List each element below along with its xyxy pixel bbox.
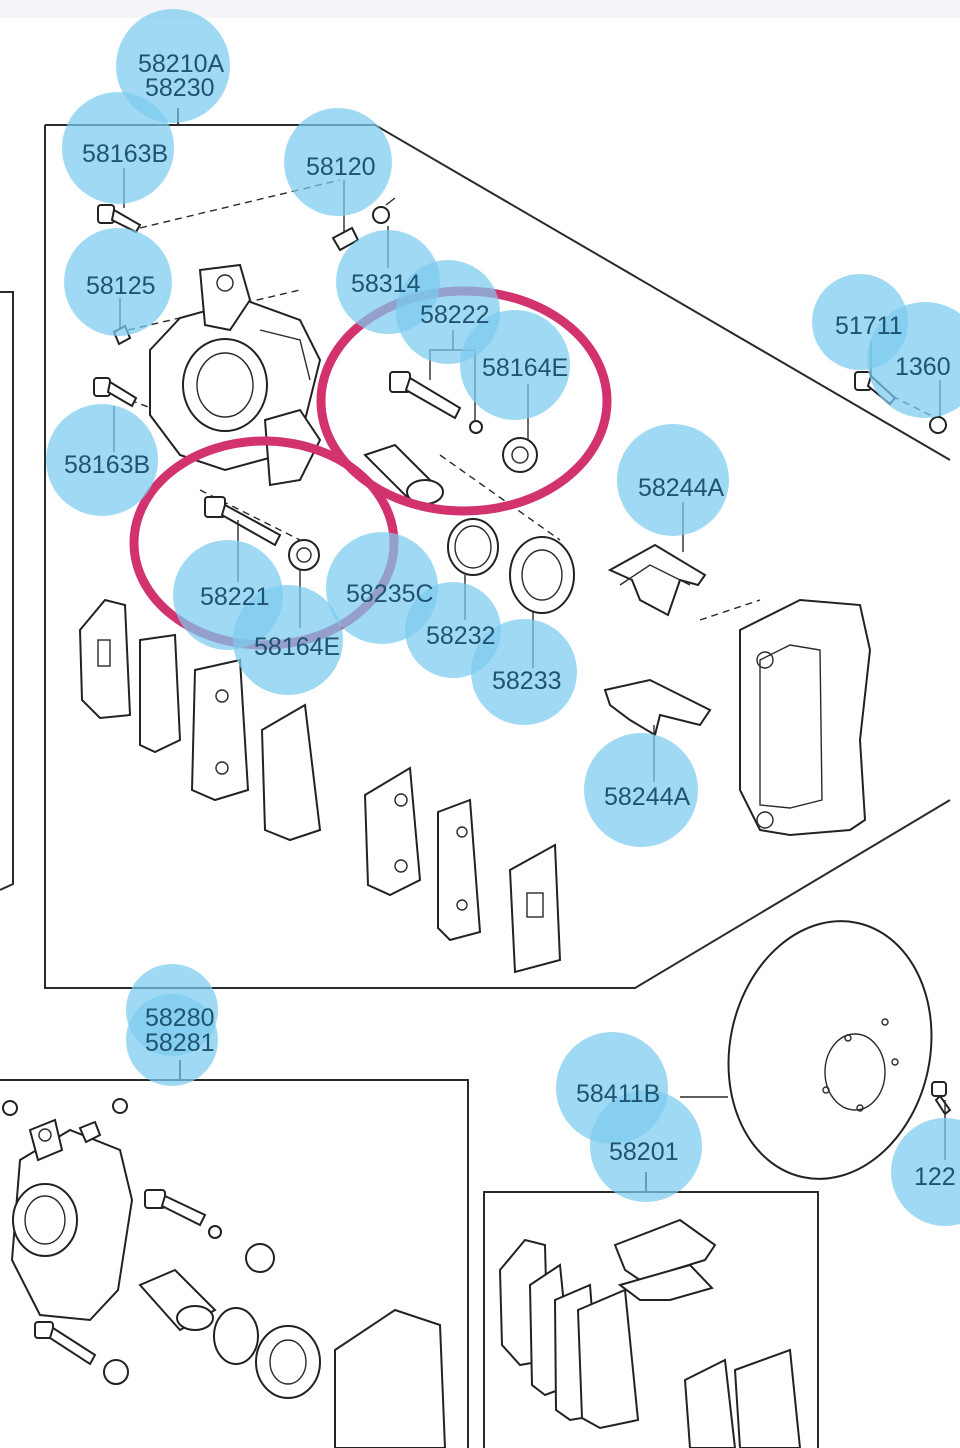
brake-disc-58411B (680, 920, 933, 1180)
brake-pads-upper (78, 598, 562, 974)
washer-1360 (929, 416, 947, 434)
boot-58164E-upper (502, 437, 538, 473)
screw-122 (931, 1081, 952, 1116)
callout-labels: 58210A 58230 58163B 58120 58125 58314 58… (64, 50, 956, 1191)
clip-set-58244A-upper (607, 543, 707, 617)
callout-58222[interactable]: 58222 (420, 301, 490, 329)
callout-58221[interactable]: 58221 (200, 583, 270, 611)
callout-58244A-upper[interactable]: 58244A (638, 474, 725, 502)
callout-bubbles (46, 9, 960, 1226)
pad-kit-parts (498, 1218, 802, 1448)
guide-pin-58221 (204, 496, 282, 547)
caliper-body (149, 263, 322, 487)
cap-58314 (372, 197, 396, 224)
clip-set-58244A-lower (603, 678, 712, 737)
bolt-58163B-lower (93, 377, 138, 408)
callout-58164E-upper[interactable]: 58164E (482, 354, 568, 382)
callout-58125[interactable]: 58125 (86, 272, 156, 300)
callout-58164E-lower[interactable]: 58164E (254, 633, 340, 661)
callout-58233[interactable]: 58233 (492, 667, 562, 695)
left-partial-frame (0, 291, 14, 891)
callout-58280[interactable]: 58280 (145, 1004, 215, 1032)
callout-58201[interactable]: 58201 (609, 1138, 679, 1166)
callout-58210A[interactable]: 58210A (138, 50, 225, 78)
boot-58164E-lower (288, 539, 320, 571)
callout-58232[interactable]: 58232 (426, 622, 496, 650)
guide-pin-58222 (389, 371, 483, 434)
callout-58314[interactable]: 58314 (351, 270, 421, 298)
caliper-bracket (739, 598, 872, 837)
piston-58235C (363, 443, 444, 505)
callout-58163B-upper[interactable]: 58163B (82, 140, 168, 168)
callout-122[interactable]: 122 (914, 1163, 956, 1191)
callout-58244A-lower[interactable]: 58244A (604, 783, 691, 811)
seal-58232 (447, 518, 499, 576)
dust-seal-58233 (509, 536, 575, 614)
callout-58411B[interactable]: 58411B (576, 1080, 660, 1108)
callout-51711[interactable]: 51711 (835, 312, 903, 340)
callout-58235C[interactable]: 58235C (346, 580, 434, 608)
callout-58163B-lower[interactable]: 58163B (64, 451, 150, 479)
callout-58230[interactable]: 58230 (145, 74, 215, 102)
lower-caliper-parts (2, 1098, 447, 1448)
callout-58120[interactable]: 58120 (306, 153, 376, 181)
bolt-58163B-upper (97, 204, 142, 234)
callout-58281[interactable]: 58281 (145, 1029, 215, 1057)
callout-1360[interactable]: 1360 (895, 353, 951, 381)
